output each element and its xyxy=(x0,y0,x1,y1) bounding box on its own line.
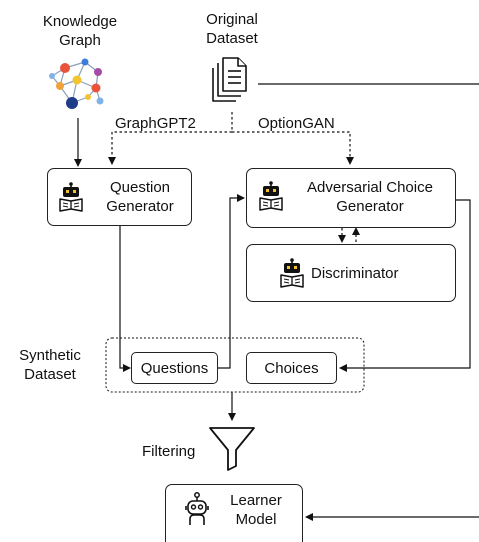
graphgpt2-label: GraphGPT2 xyxy=(115,115,196,132)
dataset-icon xyxy=(212,57,247,102)
adversarial-choice-generator-node: Adversarial Choice Generator xyxy=(246,168,456,228)
funnel-icon xyxy=(209,427,255,471)
robot-reading-icon xyxy=(259,181,283,211)
synthetic-dataset-group xyxy=(105,337,365,393)
questions-node: Questions xyxy=(131,352,218,384)
choices-node: Choices xyxy=(246,352,337,384)
knowledge-graph-icon xyxy=(49,58,104,109)
filtering-label: Filtering xyxy=(142,443,196,460)
questions-label: Questions xyxy=(140,360,209,377)
question-generator-node: Question Generator xyxy=(47,168,192,226)
learner-model-node: Learner Model xyxy=(165,484,303,542)
choices-label: Choices xyxy=(264,360,319,377)
synthetic-dataset-label: Synthetic Dataset xyxy=(19,347,81,383)
discriminator-node: Discriminator xyxy=(246,244,456,302)
knowledge-graph-label: Knowledge Graph xyxy=(42,13,118,49)
optiongan-label: OptionGAN xyxy=(258,115,335,132)
question-generator-label: Question Generator xyxy=(106,179,174,215)
adversarial-choice-generator-label: Adversarial Choice Generator xyxy=(307,179,433,215)
discriminator-label: Discriminator xyxy=(311,265,399,282)
learner-model-label: Learner Model xyxy=(230,492,282,528)
robot-outline-icon xyxy=(185,492,209,525)
original-dataset-label: Original Dataset xyxy=(206,11,258,47)
robot-reading-icon xyxy=(59,182,83,212)
robot-reading-icon xyxy=(280,258,304,288)
